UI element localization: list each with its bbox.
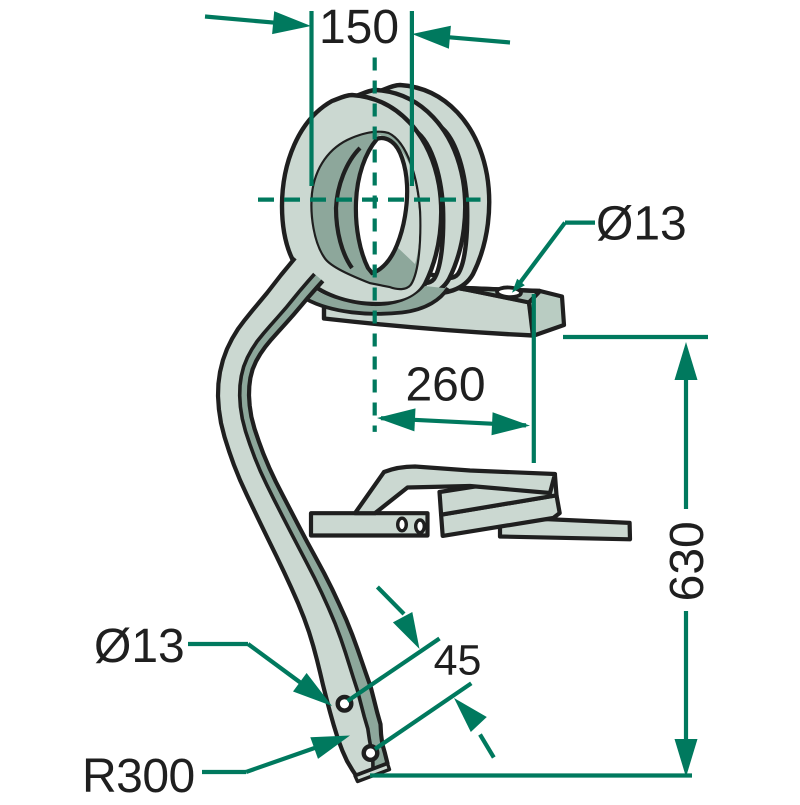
svg-text:630: 630 — [661, 521, 714, 601]
svg-text:150: 150 — [319, 1, 399, 54]
svg-text:Ø13: Ø13 — [596, 198, 687, 251]
svg-text:R300: R300 — [82, 750, 195, 800]
svg-text:260: 260 — [405, 359, 485, 412]
svg-text:Ø13: Ø13 — [94, 620, 185, 673]
svg-text:45: 45 — [434, 637, 482, 685]
